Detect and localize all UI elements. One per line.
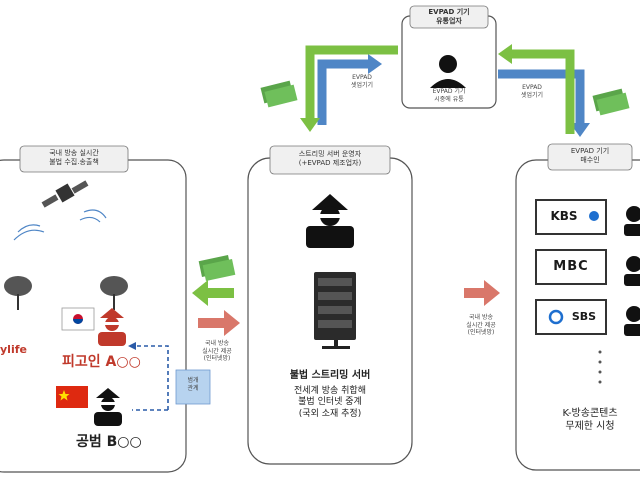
right-footer-line1: K-방송콘텐츠 — [562, 408, 618, 419]
left-header-box — [19, 145, 129, 173]
broadcaster-sbs: SBS — [571, 310, 597, 323]
broadcaster-mbc: MBC — [553, 259, 589, 274]
tv-mbc — [535, 249, 607, 285]
suspect-a-label: 피고인 A○○ — [62, 354, 141, 370]
server-icon — [314, 272, 356, 349]
left-stream-line1: 국내 방송 — [205, 340, 229, 347]
seller-caption: EVPAD 기기 시중에 유통 — [410, 88, 488, 103]
middle-arrow-line2: 실시간 제공 — [466, 321, 496, 329]
center-header-line1: 스트리밍 서버 운영자 — [298, 150, 362, 158]
suspect-a-icon — [98, 308, 126, 346]
arrow-red-to-center — [198, 310, 240, 336]
center-header-box — [269, 145, 391, 175]
relation-dashed-link — [128, 342, 211, 411]
suspect-b-label: 공범 B○○ — [76, 434, 142, 450]
viewer-icons — [624, 206, 640, 336]
left-stream-line3: (인터넷망) — [203, 355, 231, 362]
top-left-arrow-line2: 셋업기기 — [350, 81, 374, 89]
middle-arrow-label: 국내 방송 실시간 제공 (인터넷망) — [448, 314, 514, 337]
signal-waves — [13, 209, 107, 241]
money-icon-top-left — [260, 80, 298, 108]
seller-person-icon — [430, 55, 466, 88]
hacker-icon — [306, 194, 354, 248]
left-stream-label: 국내 방송 실시간 제공 (인터넷망) — [186, 340, 248, 363]
left-header-line2: 불법 수집.송출책 — [49, 157, 99, 166]
more-dots — [598, 350, 602, 384]
middle-arrow-line3: (인터넷망) — [467, 329, 495, 336]
broadcaster-kbs: KBS — [550, 209, 578, 223]
tv-sbs — [535, 299, 607, 335]
relation-line2: 관계 — [187, 384, 199, 392]
middle-arrow-line1: 국내 방송 — [469, 314, 493, 321]
right-header-line1: EVPAD 기기 — [570, 147, 610, 155]
seller-label-line2: 유통업자 — [436, 16, 462, 25]
tv-kbs — [535, 199, 607, 235]
relation-line1: 범개 — [187, 377, 199, 384]
top-right-arrow — [498, 44, 590, 137]
center-desc-line2: 불법 인터넷 중계 — [298, 397, 362, 408]
seller-caption-line2: 시중에 유통 — [434, 95, 464, 103]
arrow-green-to-left — [192, 280, 234, 306]
top-left-arrow — [300, 45, 398, 132]
top-right-arrow-line2: 셋업기기 — [520, 91, 544, 99]
seller-label-line1: EVPAD 기기 — [428, 8, 470, 16]
right-footer-line2: 무제한 시청 — [565, 420, 615, 432]
money-icon-top-right — [592, 88, 630, 116]
center-desc: 전세계 방송 취합해 불법 인터넷 중계 (국외 소재 추정) — [258, 386, 402, 420]
arrow-red-to-right — [464, 280, 500, 306]
left-header: 국내 방송 실시간 불법 수집.송출책 — [20, 149, 128, 167]
seller-label-box — [409, 5, 489, 29]
top-left-arrow-label: EVPAD 셋업기기 — [330, 74, 394, 89]
suspect-b-icon — [94, 388, 122, 426]
center-desc-line3: (국외 소재 추정) — [298, 408, 362, 419]
china-flag-icon — [56, 386, 88, 408]
right-footer: K-방송콘텐츠 무제한 시청 — [540, 408, 640, 433]
left-partial-text: ylife — [0, 343, 27, 356]
satellite-icon — [41, 180, 89, 208]
top-left-arrow-line1: EVPAD — [352, 74, 372, 81]
right-header: EVPAD 기기 매수인 — [548, 147, 632, 165]
south-korea-flag-icon — [61, 307, 95, 331]
center-desc-line1: 전세계 방송 취합해 — [294, 386, 366, 396]
right-header-line2: 매수인 — [580, 155, 600, 164]
center-header: 스트리밍 서버 운영자 (+EVPAD 제조업자) — [270, 150, 390, 168]
money-icon-middle — [198, 255, 236, 281]
center-header-line2: (+EVPAD 제조업자) — [298, 158, 362, 167]
relation-label: 범개 관계 — [176, 377, 210, 392]
left-stream-line2: 실시간 제공 — [202, 347, 232, 355]
satellite-dish-icon — [4, 276, 128, 310]
seller-label: EVPAD 기기 유통업자 — [408, 8, 490, 26]
top-right-arrow-label: EVPAD 셋업기기 — [496, 84, 568, 99]
seller-caption-line1: EVPAD 기기 — [432, 88, 466, 95]
top-right-arrow-line1: EVPAD — [522, 84, 542, 91]
left-header-line1: 국내 방송 실시간 — [49, 149, 99, 157]
right-header-box — [547, 143, 633, 171]
center-title: 불법 스트리밍 서버 — [289, 370, 371, 381]
